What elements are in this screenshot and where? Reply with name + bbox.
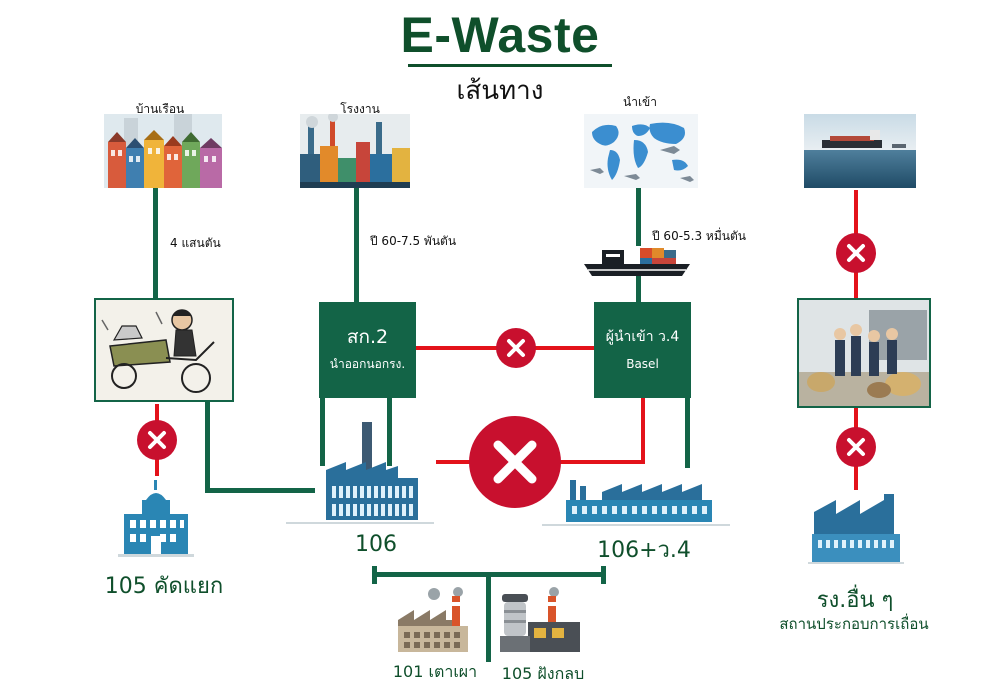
prohibited-x-icon bbox=[496, 328, 536, 368]
connector-bracket-stem bbox=[486, 572, 491, 662]
importer-box: ผู้นำเข้า ว.4 Basel bbox=[594, 302, 691, 398]
source-label-factory: โรงงาน bbox=[340, 102, 380, 116]
cargo-ship-icon bbox=[582, 244, 694, 278]
connector-household-down bbox=[153, 188, 158, 298]
facility-label-105-landfill: 105 ฝังกลบ bbox=[501, 664, 585, 683]
factory-icon bbox=[808, 494, 904, 566]
industrial-skyline-icon bbox=[300, 114, 410, 188]
flow-label-household: 4 แสนตัน bbox=[170, 236, 221, 250]
incinerator-factory-icon bbox=[396, 586, 470, 656]
connector-import-down bbox=[636, 188, 641, 246]
connector-factory-down bbox=[354, 188, 359, 302]
houses-icon bbox=[104, 114, 222, 188]
dept2-box-subtitle: นำออกนอกรง. bbox=[329, 356, 406, 371]
dept2-box-title: สก.2 bbox=[346, 326, 389, 349]
connector-dept2-right bbox=[387, 398, 392, 466]
scrap-dealers-icon bbox=[797, 298, 931, 408]
government-building-icon bbox=[116, 478, 196, 558]
prohibited-x-icon bbox=[137, 420, 177, 460]
cargo-ship-photo bbox=[804, 114, 916, 188]
connector-cart-to-106-vertical bbox=[205, 402, 210, 491]
importer-box-subtitle: Basel bbox=[626, 357, 659, 372]
importer-box-title: ผู้นำเข้า ว.4 bbox=[605, 328, 680, 345]
title-underline bbox=[408, 64, 612, 67]
source-label-household: บ้านเรือน bbox=[135, 102, 185, 116]
flow-label-import: ปี 60-5.3 หมื่นตัน bbox=[652, 229, 746, 243]
connector-import-ship bbox=[636, 275, 641, 303]
prohibited-x-icon bbox=[836, 427, 876, 467]
facility-label-other-factory: รง.อื่น ๆ bbox=[816, 588, 894, 613]
facility-label-105-sort: 105 คัดแยก bbox=[104, 574, 224, 599]
facility-label-106: 106 bbox=[355, 532, 397, 557]
prohibited-x-icon bbox=[836, 233, 876, 273]
connector-bracket-left bbox=[372, 566, 377, 584]
flow-label-factory: ปี 60-7.5 พันตัน bbox=[370, 234, 457, 248]
diagram-title: E-Waste bbox=[400, 7, 600, 63]
connector-dept2-left bbox=[320, 398, 325, 466]
dept2-box: สก.2 นำออกนอกรง. bbox=[319, 302, 416, 398]
connector-importer-to-106v4 bbox=[641, 398, 645, 464]
world-map-icon bbox=[584, 114, 698, 188]
connector-importer-right bbox=[685, 398, 690, 468]
connector-bracket-right bbox=[601, 566, 606, 584]
source-label-import: นำเข้า bbox=[623, 95, 657, 109]
diagram-subtitle: เส้นทาง bbox=[456, 76, 544, 106]
connector-cart-to-106-horizontal bbox=[205, 488, 315, 493]
facility-label-illegal-site: สถานประกอบการเถื่อน bbox=[779, 615, 929, 633]
facility-label-101-incinerator: 101 เตาเผา bbox=[392, 662, 478, 681]
factory-icon bbox=[286, 420, 434, 526]
landfill-plant-icon bbox=[498, 586, 582, 656]
facility-label-106-v4: 106+ว.4 bbox=[597, 538, 691, 563]
industrial-plant-icon bbox=[542, 470, 730, 528]
prohibited-x-icon bbox=[469, 416, 561, 508]
cart-collector-icon bbox=[94, 298, 234, 402]
